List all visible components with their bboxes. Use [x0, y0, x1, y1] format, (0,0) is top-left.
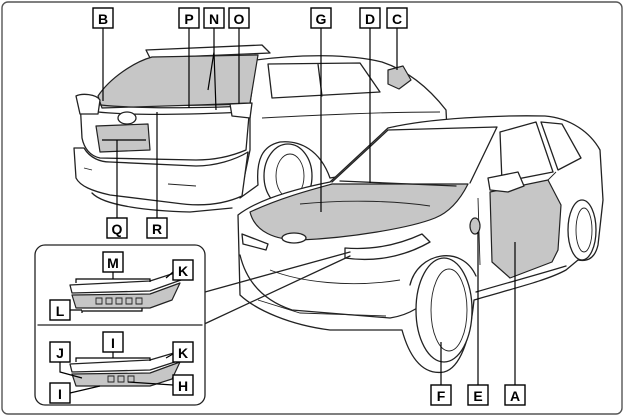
label-e-text: E: [473, 388, 482, 404]
label-d-text: D: [365, 11, 375, 27]
rear-car-left-tail-lamp: [75, 93, 101, 115]
label-d: D: [359, 7, 381, 29]
front-car-left-headlight: [241, 233, 269, 251]
rear-car-right-tail-lamp: [229, 102, 253, 119]
label-e: E: [467, 384, 489, 406]
label-f-text: F: [437, 388, 446, 404]
inset-leader-lines: [59, 271, 174, 394]
label-j-text: J: [56, 345, 64, 361]
rear-car-side-crease: [261, 111, 441, 119]
front-car-front-wheel-rim: [430, 268, 468, 352]
label-m-text: M: [107, 255, 119, 271]
front-car-charging-port: [469, 217, 481, 235]
front-car-rear-wheel-rim: [575, 207, 593, 253]
label-b: B: [92, 7, 114, 29]
front-car-front-wheel: [415, 257, 473, 363]
inset-pointer-lines: [199, 251, 351, 327]
rear-car-license-plate-area: [95, 123, 151, 153]
main-leader-lines: [102, 28, 516, 385]
label-i-lower: I: [49, 382, 71, 404]
label-h: H: [172, 374, 194, 396]
front-car-right-headlight: [344, 233, 431, 261]
label-i-lower-text: I: [58, 386, 62, 402]
label-o-text: O: [234, 11, 245, 27]
label-n-text: N: [209, 11, 219, 27]
label-k-upper-text: K: [178, 263, 188, 279]
label-f: F: [430, 384, 452, 406]
front-car-front-wheel-arch: [409, 255, 477, 286]
headlight-upper-body: [71, 282, 181, 309]
label-i-upper-text: I: [111, 335, 115, 351]
front-car: [237, 115, 604, 373]
label-r: R: [146, 217, 168, 239]
label-r-text: R: [152, 221, 162, 237]
front-car-wiper: [339, 180, 457, 187]
rear-car-bumper-lower: [91, 192, 233, 213]
label-k-lower: K: [172, 341, 194, 363]
label-p-text: P: [184, 11, 193, 27]
label-a: A: [504, 384, 526, 406]
label-k-lower-text: K: [178, 345, 188, 361]
rear-car-mirror: [387, 65, 412, 90]
label-n: N: [203, 7, 225, 29]
front-car-rear-wheel: [567, 199, 597, 261]
front-car-side-windows: [499, 121, 582, 183]
label-a-text: A: [510, 388, 520, 404]
front-car-windshield: [331, 126, 498, 184]
rear-car-emblem: [117, 111, 137, 125]
label-g-text: G: [316, 11, 327, 27]
label-q-text: Q: [112, 221, 123, 237]
label-m: M: [102, 251, 124, 273]
label-c: C: [386, 7, 408, 29]
label-b-text: B: [98, 11, 108, 27]
label-p: P: [178, 7, 200, 29]
front-car-rocker: [475, 265, 567, 293]
front-car-front-door: [489, 179, 562, 279]
label-g: G: [310, 7, 332, 29]
headlight-inset: [34, 244, 351, 406]
label-o: O: [228, 7, 250, 29]
label-j: J: [49, 341, 71, 363]
front-car-hood-crease: [299, 200, 431, 207]
headlight-lower-body: [71, 361, 181, 387]
label-c-text: C: [392, 11, 402, 27]
label-q: Q: [106, 217, 128, 239]
label-k-upper: K: [172, 259, 194, 281]
front-car-emblem: [281, 232, 307, 244]
front-car-lower-grille: [257, 269, 401, 317]
front-car-mirror: [487, 171, 525, 193]
label-i-upper: I: [102, 331, 124, 353]
rear-car-reflectors: [83, 167, 197, 187]
label-l-text: L: [56, 303, 65, 319]
headlight-upper-segments: [95, 297, 143, 305]
label-l: L: [49, 299, 71, 321]
label-h-text: H: [178, 378, 188, 394]
